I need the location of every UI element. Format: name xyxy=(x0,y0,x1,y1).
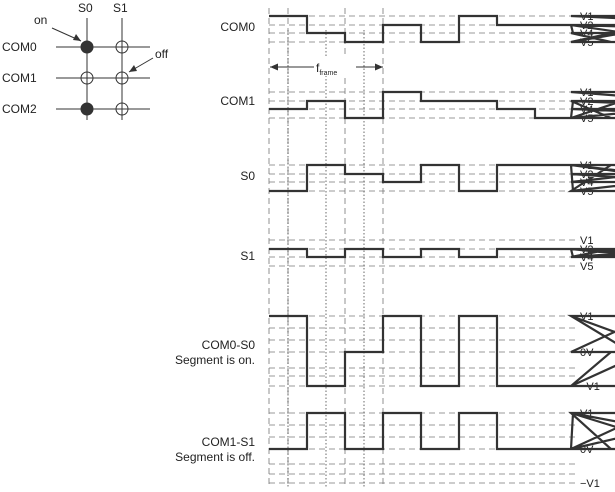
signal-trace xyxy=(269,14,615,44)
level-label: −V1 xyxy=(580,478,600,490)
waveform-label: COM0-S0 xyxy=(202,338,256,352)
frame-marker: fframe xyxy=(270,58,383,77)
level-label: V5 xyxy=(580,261,593,273)
signal-trace xyxy=(269,247,615,259)
waveform-label: COM0 xyxy=(220,20,255,34)
matrix-cells xyxy=(80,40,129,116)
level-label: V1 xyxy=(580,235,593,247)
frame-label: fframe xyxy=(316,61,337,77)
segment-matrix: S0 S1 COM0 COM1 COM2 on off xyxy=(2,1,169,120)
signal-trace xyxy=(269,163,615,193)
matrix-column-s1: S1 xyxy=(113,1,128,15)
matrix-column-s0: S0 xyxy=(78,1,93,15)
segment-dot-on xyxy=(80,40,94,54)
waveform-label: S0 xyxy=(240,169,255,183)
off-arrowhead-icon xyxy=(129,65,137,72)
frame-arrow-right-icon xyxy=(375,63,383,71)
matrix-row-com1: COM1 xyxy=(2,71,37,85)
frame-arrow-left-icon xyxy=(270,63,278,71)
waveform-label: S1 xyxy=(240,249,255,263)
on-arrowhead-icon xyxy=(73,34,81,41)
waveform-label: Segment is on. xyxy=(175,353,255,367)
segment-dot-on xyxy=(80,102,94,116)
signal-trace xyxy=(269,314,615,388)
waveform-label: COM1-S1 xyxy=(202,435,256,449)
signal-trace xyxy=(269,411,615,451)
waveform-label: Segment is off. xyxy=(175,450,255,464)
waveform-label: COM1 xyxy=(220,94,255,108)
signal-trace xyxy=(269,90,615,120)
off-label: off xyxy=(155,47,169,61)
matrix-row-com0: COM0 xyxy=(2,40,37,54)
on-label: on xyxy=(34,13,47,27)
timing-diagram: V1V2V4V5COM0V1V2V4V5COM1V1V2V4V5S0V1V2V4… xyxy=(175,8,615,490)
matrix-row-com2: COM2 xyxy=(2,102,37,116)
